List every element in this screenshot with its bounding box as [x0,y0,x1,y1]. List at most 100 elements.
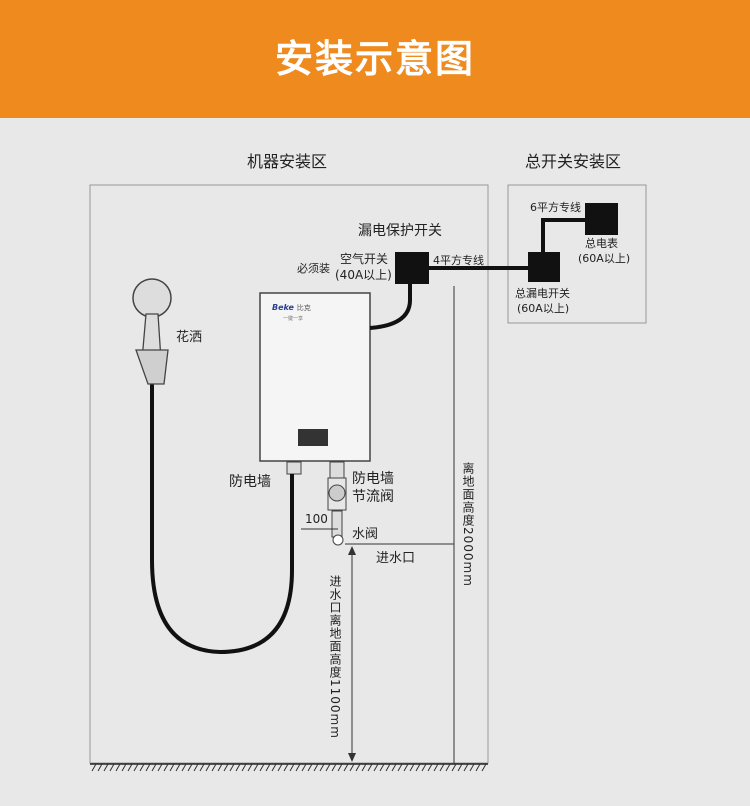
ground-hatch-mark [403,763,409,772]
ground-hatch [91,763,487,772]
anti-shock-left-label: 防电墙 [229,474,271,490]
ground-hatch-mark [325,763,331,772]
machine-zone-box [89,184,489,764]
ground-hatch-mark [433,763,439,772]
ground-hatch-mark [283,763,289,772]
ground-hatch-mark [421,763,427,772]
water-valve [331,510,343,538]
heater-power-cable [369,280,412,330]
ground-hatch-mark [481,763,487,772]
shower-label: 花洒 [176,330,203,345]
ground-hatch-mark [97,763,103,772]
ground-hatch-mark [253,763,259,772]
ground-hatch-mark [133,763,139,772]
ground-hatch-mark [235,763,241,772]
ground-hatch-mark [313,763,319,772]
ground-hatch-mark [187,763,193,772]
ground-hatch-mark [373,763,379,772]
ground-hatch-mark [217,763,223,772]
ground-hatch-mark [295,763,301,772]
left-pipe-fitting [286,461,302,475]
leakage-switch-label: 漏电保护开关 [358,223,442,239]
arrow-down [348,753,356,762]
ground-hatch-mark [151,763,157,772]
6mm-wire [541,218,585,252]
ground-hatch-mark [427,763,433,772]
ground-hatch-mark [349,763,355,772]
shower-hose [150,382,294,655]
shower-head [132,278,172,318]
ground-hatch-mark [271,763,277,772]
water-inlet-label: 进水口 [376,551,416,566]
ground-hatch-mark [229,763,235,772]
water-valve-handle [332,534,344,546]
ground-hatch-mark [145,763,151,772]
meter-label: 总电表 [585,237,618,250]
ground-hatch-mark [475,763,481,772]
ground-hatch-mark [409,763,415,772]
height-2000-label: 离地面高度2000mm [461,462,475,587]
heater-display [298,429,328,446]
ground-hatch-mark [241,763,247,772]
ground-hatch-mark [115,763,121,772]
ground-hatch-mark [163,763,169,772]
ground-hatch-mark [379,763,385,772]
page-title: 安装示意图 [274,37,475,81]
right-pipe-fitting [329,461,345,479]
ground-hatch-mark [337,763,343,772]
arrow-up [348,546,356,555]
ground-hatch-mark [193,763,199,772]
ground-hatch-mark [265,763,271,772]
main-leakage-spec: (60A以上) [517,302,570,315]
wire-4-label: 4平方专线 [433,254,484,267]
ground-hatch-mark [397,763,403,772]
water-valve-label: 水阀 [352,527,379,542]
ground-hatch-mark [415,763,421,772]
ground-hatch-mark [391,763,397,772]
ground-hatch-mark [181,763,187,772]
ground-hatch-mark [469,763,475,772]
ground-hatch-mark [319,763,325,772]
ground-hatch-mark [175,763,181,772]
ground-hatch-mark [301,763,307,772]
ground-hatch-mark [457,763,463,772]
main-leakage-label: 总漏电开关 [515,287,570,300]
air-switch-spec: (40A以上) [335,268,392,282]
throttle-valve-label: 节流阀 [352,489,394,505]
switch-zone-label: 总开关安装区 [525,152,622,171]
ground-hatch-mark [343,763,349,772]
ground-hatch-mark [211,763,217,772]
ground-hatch-mark [463,763,469,772]
header-banner [0,0,750,118]
ground-hatch-mark [367,763,373,772]
ground-hatch-mark [307,763,313,772]
ground-hatch-mark [109,763,115,772]
air-switch [395,252,429,284]
anti-shock-right-label: 防电墙 [352,471,394,487]
air-switch-label: 空气开关 [340,252,389,266]
wire-6-label: 6平方专线 [530,201,581,214]
ground-hatch-mark [259,763,265,772]
ground-hatch-mark [385,763,391,772]
ground-hatch-mark [223,763,229,772]
ground-hatch-mark [121,763,127,772]
ground-hatch-mark [127,763,133,772]
ground-hatch-mark [247,763,253,772]
heater-tagline: 一键一享 [283,316,304,322]
ground-hatch-mark [439,763,445,772]
ground-hatch-mark [169,763,175,772]
ground-hatch-mark [205,763,211,772]
switch-zone-box [507,184,647,324]
ground-hatch-mark [199,763,205,772]
main-leakage-switch [528,252,560,282]
ground-hatch-mark [139,763,145,772]
heater-brand: Beke 比克 [272,303,311,312]
ground-hatch-mark [91,763,97,772]
machine-zone-label: 机器安装区 [247,152,328,171]
ground-hatch-mark [277,763,283,772]
ground-hatch-mark [157,763,163,772]
throttle-valve-knob [328,484,346,502]
dim-100-label: 100 [305,512,328,526]
inlet-height-label: 进水口离地面高度1100mm [328,575,342,739]
